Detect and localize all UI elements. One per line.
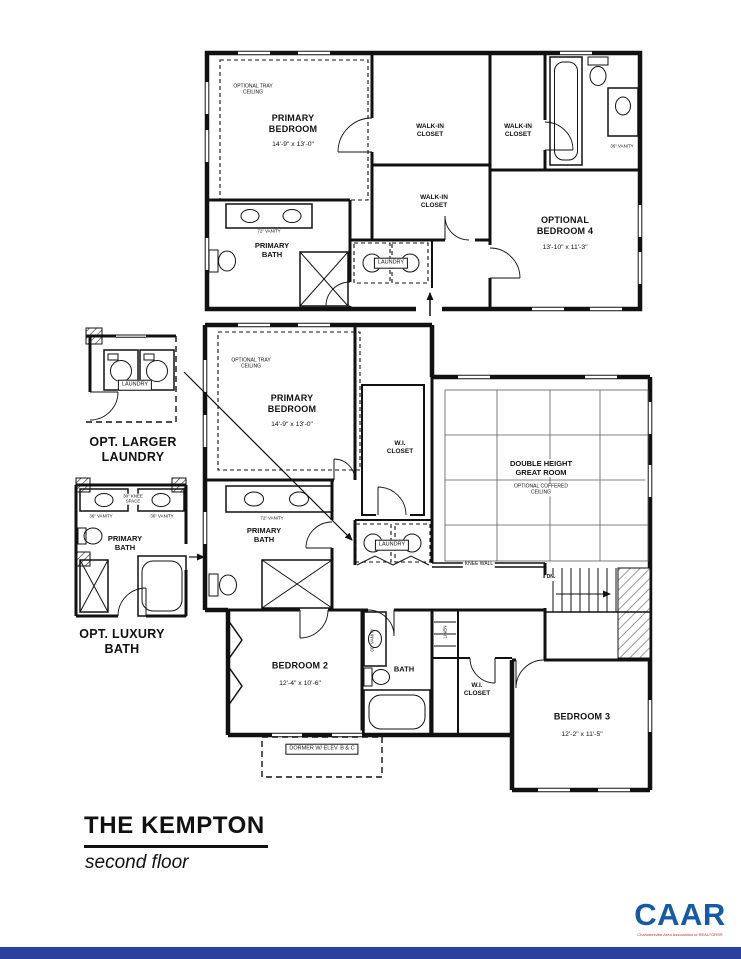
main-primary-bedroom-label: PRIMARY BEDROOM: [267, 393, 317, 414]
opt-vanity-right-label: 36" VANITY: [150, 513, 174, 519]
upper-vanity-36-label: 36" VANITY: [608, 143, 636, 149]
stairs-dn-label: DN.: [544, 574, 558, 581]
windows-main: [200, 320, 655, 795]
windows-upper: [202, 48, 645, 314]
main-primary-bath-label: PRIMARY BATH: [246, 526, 282, 544]
knee-space-label: 30" KNEE SPACE: [121, 493, 145, 505]
door-arcs-main: [299, 458, 545, 689]
wi-closet-walls: [361, 384, 425, 519]
upper-plan: [202, 48, 645, 316]
toilet-icon: [363, 667, 390, 687]
caar-logo-tagline: Charlottesville Area Association of REAL…: [637, 932, 723, 937]
opt-larger-laundry-caption: OPT. LARGER LAUNDRY: [89, 435, 177, 464]
plan-subtitle: second floor: [85, 852, 189, 873]
toilet-icon: [77, 527, 103, 545]
bed3-wi-closet-label: W.I. CLOSET: [463, 682, 491, 697]
opt-primary-bath-label: PRIMARY BATH: [107, 534, 143, 552]
double-sink-vanity-icon: [225, 203, 313, 229]
upper-walk-in-closet-2-label: WALK-IN CLOSET: [504, 123, 532, 138]
dormer-outline: [261, 736, 383, 778]
main-plan: [200, 320, 655, 795]
laundry-option-callout-arrow: [183, 371, 353, 541]
bathtub-icon: [363, 689, 431, 735]
caar-logo: CAAR Charlottesville Area Association of…: [628, 899, 732, 937]
toilet-icon: [587, 56, 609, 86]
opt-luxury-bath-sketch: [74, 477, 205, 618]
opt-laundry-room-label: LAUNDRY: [117, 379, 153, 391]
tray-ceiling-outline: [219, 59, 369, 201]
upper-walk-in-closet-1-label: WALK-IN CLOSET: [416, 123, 444, 138]
main-tray-note: OPTIONAL TRAY CEILING: [231, 357, 271, 369]
title-underline: [84, 845, 268, 848]
sink-vanity-icon: [363, 611, 387, 667]
bathtub-icon: [137, 555, 187, 617]
tray-ceiling-outline: [217, 331, 361, 471]
shower-icon: [299, 251, 349, 307]
bedroom3-label: BEDROOM 3: [553, 711, 611, 722]
toilet-icon: [208, 249, 236, 273]
bay-window-angles: [227, 619, 243, 707]
great-room-label: DOUBLE HEIGHT GREAT ROOM: [507, 459, 575, 477]
caar-logo-text: CAAR: [634, 897, 726, 932]
toilet-icon: [208, 573, 237, 597]
dryer-icon: [139, 349, 175, 391]
main-vanity-72-label: 72" VANITY: [260, 515, 284, 521]
main-wi-closet-label: W.I. CLOSET: [384, 440, 416, 456]
opt-larger-laundry-sketch: [85, 327, 177, 423]
laundry-bifold-doors: [356, 555, 430, 566]
upper-walk-in-closet-3-label: WALK-IN CLOSET: [420, 194, 448, 209]
upper-primary-bedroom-label: PRIMARY BEDROOM: [268, 113, 318, 134]
bath2-label: BATH: [393, 664, 415, 674]
upper-primary-bedroom-dims: 14'-9" x 13'-0": [272, 140, 314, 148]
upper-primary-bath-label: PRIMARY BATH: [254, 241, 290, 259]
opt-vanity-left-label: 36" VANITY: [89, 513, 113, 519]
main-laundry-label: LAUNDRY: [374, 539, 410, 551]
great-room-note: OPTIONAL COFFERED CEILING: [512, 483, 570, 496]
upper-vanity-72-label: 72" VANITY: [257, 228, 281, 234]
footer-bar: [0, 947, 741, 959]
door-arcs-upper: [325, 117, 574, 307]
opt-luxury-bath-caption: OPT. LUXURY BATH: [79, 627, 165, 656]
upper-bedroom4-dims: 13'-10" x 11'-3": [542, 243, 588, 251]
bathtub-icon: [549, 56, 583, 166]
shower-icon: [261, 559, 333, 609]
sink-vanity-icon: [607, 87, 639, 137]
upper-tray-note: OPTIONAL TRAY CEILING: [233, 83, 273, 95]
double-sink-vanity-icon: [225, 485, 333, 513]
plan-title: THE KEMPTON: [84, 812, 265, 839]
vanity-60-label: 60" VANITY: [369, 628, 375, 652]
linen-label: LINEN: [442, 625, 448, 639]
main-primary-bedroom-dims: 14'-9" x 13'-0": [271, 420, 313, 428]
shower-icon: [79, 559, 109, 613]
linen-shelves: [434, 621, 456, 647]
knee-wall-label: KNEE WALL: [462, 561, 496, 568]
upper-bedroom4-label: OPTIONAL BEDROOM 4: [536, 215, 594, 236]
dormer-label: DORMER W/ ELEV. B & C: [285, 743, 359, 755]
stairs: [545, 567, 651, 659]
bedroom2-label: BEDROOM 2: [271, 660, 329, 671]
upper-laundry-label: LAUNDRY: [373, 257, 409, 269]
bedroom3-dims: 12'-2" x 11'-5": [561, 730, 603, 738]
bedroom2-dims: 12'-4" x 10'-6": [279, 679, 321, 687]
